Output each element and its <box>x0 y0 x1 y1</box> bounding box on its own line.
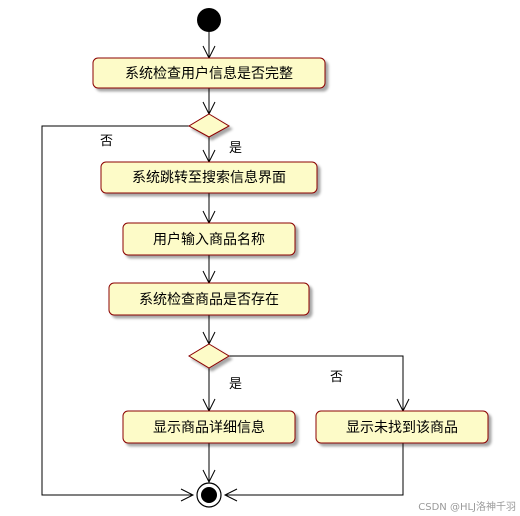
label-decision2-no: 否 <box>330 370 343 385</box>
arrowhead <box>223 488 238 502</box>
activity-jump-to-search: 系统跳转至搜索信息界面 <box>100 161 318 194</box>
activity-label: 用户输入商品名称 <box>153 231 265 248</box>
label-decision1-no: 否 <box>100 134 113 149</box>
edge-not-found-to-end <box>225 443 404 496</box>
decision-product-exists <box>188 343 230 369</box>
activity-label: 系统检查用户信息是否完整 <box>125 65 293 82</box>
activity-input-product: 用户输入商品名称 <box>122 222 296 256</box>
label-decision1-yes: 是 <box>229 141 242 156</box>
activity-show-not-found: 显示未找到该商品 <box>315 410 489 444</box>
activity-check-user-info: 系统检查用户信息是否完整 <box>92 57 326 89</box>
decision-user-info-complete <box>187 113 231 138</box>
activity-label: 显示未找到该商品 <box>346 420 458 436</box>
arrowhead <box>180 488 195 502</box>
end-node <box>196 482 222 508</box>
start-node <box>197 8 221 32</box>
activity-label: 显示商品详细信息 <box>153 419 265 436</box>
arrowhead <box>202 469 216 484</box>
activity-label: 系统检查商品是否存在 <box>139 292 279 308</box>
activity-show-details: 显示商品详细信息 <box>122 410 296 444</box>
edge-decision2-no <box>229 355 404 411</box>
watermark: CSDN @HLJ洛神千羽 <box>418 500 516 513</box>
edge-decision1-no <box>41 125 193 496</box>
label-decision2-yes: 是 <box>229 377 242 392</box>
activity-check-product: 系统检查商品是否存在 <box>108 282 310 316</box>
activity-label: 系统跳转至搜索信息界面 <box>132 169 286 186</box>
